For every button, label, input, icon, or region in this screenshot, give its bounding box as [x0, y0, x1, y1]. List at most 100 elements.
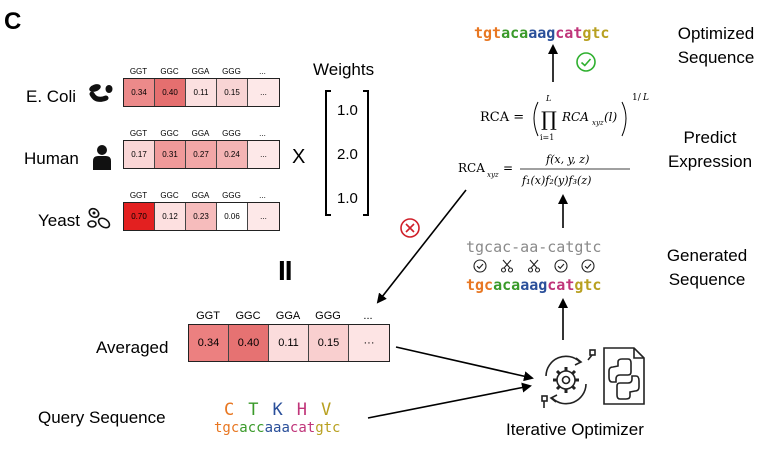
organism-label: E. Coli — [26, 87, 77, 106]
predict-label: Predict Expression — [660, 126, 760, 174]
equals-sign: II — [278, 255, 293, 286]
codon-cell: 0.12 — [155, 203, 186, 230]
codon-segment: gtc — [574, 276, 602, 294]
organism-label: Yeast — [38, 211, 80, 230]
averaged-cell: 0.11 — [269, 325, 309, 361]
codon-cell: 0.34 — [124, 79, 155, 106]
svg-text:RCA: RCA — [561, 110, 589, 124]
scissors-icon — [493, 259, 520, 278]
svg-text:xyz: xyz — [487, 171, 499, 179]
codon-cell: ... — [248, 79, 279, 106]
codon-header: GGA — [191, 191, 210, 200]
rca-xyz-formula-graphic: RCA xyz = f(x, y, z) f₁(x)f₂(y)f₃(z) — [458, 153, 630, 187]
arrow-query-to-optimizer — [367, 382, 532, 419]
codon-segment: aaa — [264, 420, 290, 436]
codon-header: GGG — [222, 191, 241, 200]
codon-segment: tgc — [214, 420, 240, 436]
organism-label: Human — [24, 149, 79, 168]
svg-text:RCA: RCA — [458, 161, 485, 175]
predict-label-line1: Predict — [683, 128, 737, 147]
panel-label: C — [4, 8, 22, 35]
multiply-sign: X — [292, 146, 306, 168]
check-mark-icon — [466, 259, 493, 278]
bacteria-icon — [86, 82, 114, 109]
svg-text:∏: ∏ — [541, 107, 557, 131]
codon-header: GGA — [191, 129, 210, 138]
weight-value: 1.0 — [337, 102, 358, 119]
codon-segment: tgc — [466, 276, 494, 294]
svg-text:L: L — [642, 93, 649, 103]
svg-text:(l): (l) — [604, 110, 618, 124]
weight-value: 1.0 — [337, 190, 358, 207]
codon-cell: 0.06 — [217, 203, 248, 230]
codon-header: GGT — [196, 310, 220, 322]
codon-cell: 0.40 — [155, 79, 186, 106]
codon-cell: 0.27 — [186, 141, 217, 168]
rca-xyz-formula: RCA xyz = f(x, y, z) f₁(x)f₂(y)f₃(z) — [458, 150, 658, 201]
optimizer-icon — [532, 340, 650, 423]
svg-text:=: = — [503, 161, 513, 175]
yeast-icon — [86, 206, 112, 235]
codon-header: GGT — [129, 191, 148, 200]
codon-cell: ... — [248, 141, 279, 168]
codon-cell: 0.24 — [217, 141, 248, 168]
query-label: Query Sequence — [38, 408, 166, 427]
codon-cell: 0.15 — [217, 79, 248, 106]
codon-segment: aag — [528, 24, 556, 42]
arrow-formula-to-averaged — [376, 189, 467, 304]
svg-text:f(x, y, z): f(x, y, z) — [545, 153, 589, 166]
averaged-cell: 0.40 — [229, 325, 269, 361]
query-codons: tgcaccaaacatgtc — [214, 420, 340, 436]
optimized-label: Optimized Sequence — [676, 22, 756, 70]
codon-cell: 0.11 — [186, 79, 217, 106]
codon-segment: aca — [501, 24, 529, 42]
weights-vector: 1.0 2.0 1.0 — [325, 90, 369, 216]
codon-header: GGG — [315, 310, 341, 322]
averaged-cell: 0.15 — [309, 325, 349, 361]
codon-header: GGA — [275, 310, 301, 322]
codon-header: ... — [259, 129, 266, 138]
codon-cell: 0.17 — [124, 141, 155, 168]
svg-text:f₁(x)f₂(y)f₃(z): f₁(x)f₂(y)f₃(z) — [521, 174, 591, 187]
codon-header: GGA — [191, 67, 210, 76]
codon-header: GGC — [235, 310, 261, 322]
generated-sequence: tgcacaaagcatgtc — [466, 276, 601, 294]
amino-acid: H — [296, 400, 307, 420]
codon-segment: cat — [289, 420, 316, 436]
scissors-icon — [520, 259, 547, 278]
codon-segment: acc — [239, 420, 265, 436]
codon-segment: cat — [555, 24, 583, 42]
svg-text:xyz: xyz — [592, 119, 604, 127]
codon-header: ... — [259, 191, 266, 200]
amino-acid: K — [272, 400, 283, 420]
codon-cell: 0.23 — [186, 203, 217, 230]
svg-text:L: L — [545, 94, 551, 103]
amino-acid: T — [248, 400, 259, 420]
codon-segment: gtc — [582, 24, 610, 42]
codon-header: GGC — [160, 67, 179, 76]
codon-segment: tgt — [474, 24, 502, 42]
check-mark-icon — [547, 259, 574, 278]
codon-segment: gtc — [315, 420, 341, 436]
codon-header: ... — [363, 310, 373, 322]
codon-cell: 0.70 — [124, 203, 155, 230]
codon-header: GGC — [160, 191, 179, 200]
generated-marks — [466, 259, 601, 278]
optimized-label-line2: Sequence — [677, 48, 755, 67]
person-icon — [91, 144, 113, 175]
codon-cell: ... — [248, 203, 279, 230]
weight-value: 2.0 — [337, 146, 358, 163]
generated-label-line1: Generated — [666, 246, 748, 265]
reject-icon — [399, 217, 421, 244]
predict-label-line2: Expression — [667, 152, 753, 171]
arrow-averaged-to-optimizer — [395, 346, 534, 382]
svg-text:i=1: i=1 — [540, 133, 554, 142]
svg-text:1/: 1/ — [632, 93, 642, 103]
rca-formula: RCA = L ∏ i=1 RCA xyz (l) 1/ L — [480, 88, 655, 150]
check-icon — [575, 51, 597, 78]
